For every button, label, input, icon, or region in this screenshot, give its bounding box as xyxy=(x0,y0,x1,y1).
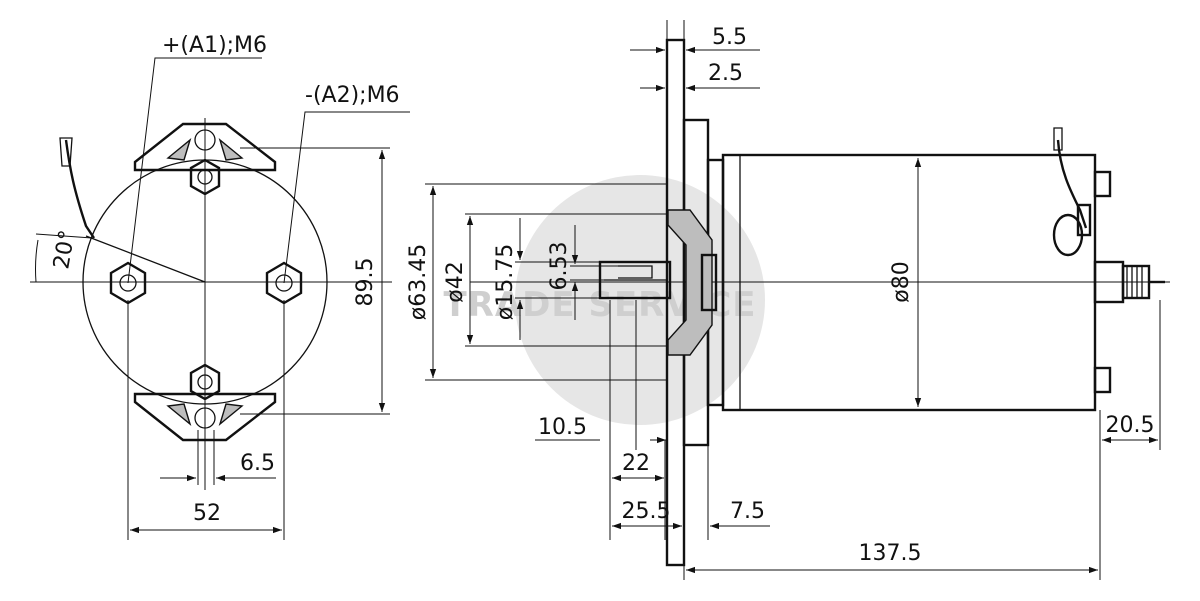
terminal-stud-icon xyxy=(189,158,221,196)
shaft-total-label: 25.5 xyxy=(622,499,671,524)
terminal-stud-icon xyxy=(189,363,221,401)
flange-offset-label: 2.5 xyxy=(708,61,743,86)
a2-leader xyxy=(283,111,410,284)
terminal-a2-label: -(A2);M6 xyxy=(305,83,400,108)
shaft-flat-label: 6.53 xyxy=(547,242,572,291)
terminal-projection-label: 20.5 xyxy=(1106,413,1155,438)
shaft-diameter-label: ø15.75 xyxy=(493,244,518,320)
shaft-step-label: 10.5 xyxy=(538,415,587,440)
shaft-length-label: 22 xyxy=(622,451,650,476)
hole-spacing-label: 52 xyxy=(193,501,221,526)
mount-hole-top xyxy=(194,129,216,151)
terminal-stud-icon xyxy=(109,261,147,305)
pilot-diameter-label: ø63.45 xyxy=(406,244,431,320)
spigot-diameter-label: ø42 xyxy=(443,261,468,302)
a1-leader xyxy=(127,57,262,284)
flange-top xyxy=(133,122,277,172)
flange-to-body-label: 7.5 xyxy=(730,499,765,524)
angle-label: 20° xyxy=(49,228,80,271)
terminal-a1-label: +(A1);M6 xyxy=(162,33,267,58)
flange-thickness-label: 5.5 xyxy=(712,25,747,50)
flange-bottom xyxy=(133,392,277,442)
body-diameter-label: ø80 xyxy=(889,261,914,302)
side-view: ø63.45 ø42 ø15.75 6.53 ø80 5.5 2.5 xyxy=(406,20,1170,580)
spigot-section xyxy=(667,209,713,356)
front-view: +(A1);M6 -(A2);M6 20° 89.5 52 6.5 xyxy=(30,33,410,540)
angle-arc xyxy=(35,239,39,283)
hole-offset-label: 6.5 xyxy=(240,451,275,476)
cable xyxy=(64,139,95,239)
terminal-stud-icon xyxy=(1093,260,1165,304)
mount-hole-bottom xyxy=(194,407,216,429)
overall-length-label: 137.5 xyxy=(859,541,922,566)
height-label: 89.5 xyxy=(353,258,378,307)
